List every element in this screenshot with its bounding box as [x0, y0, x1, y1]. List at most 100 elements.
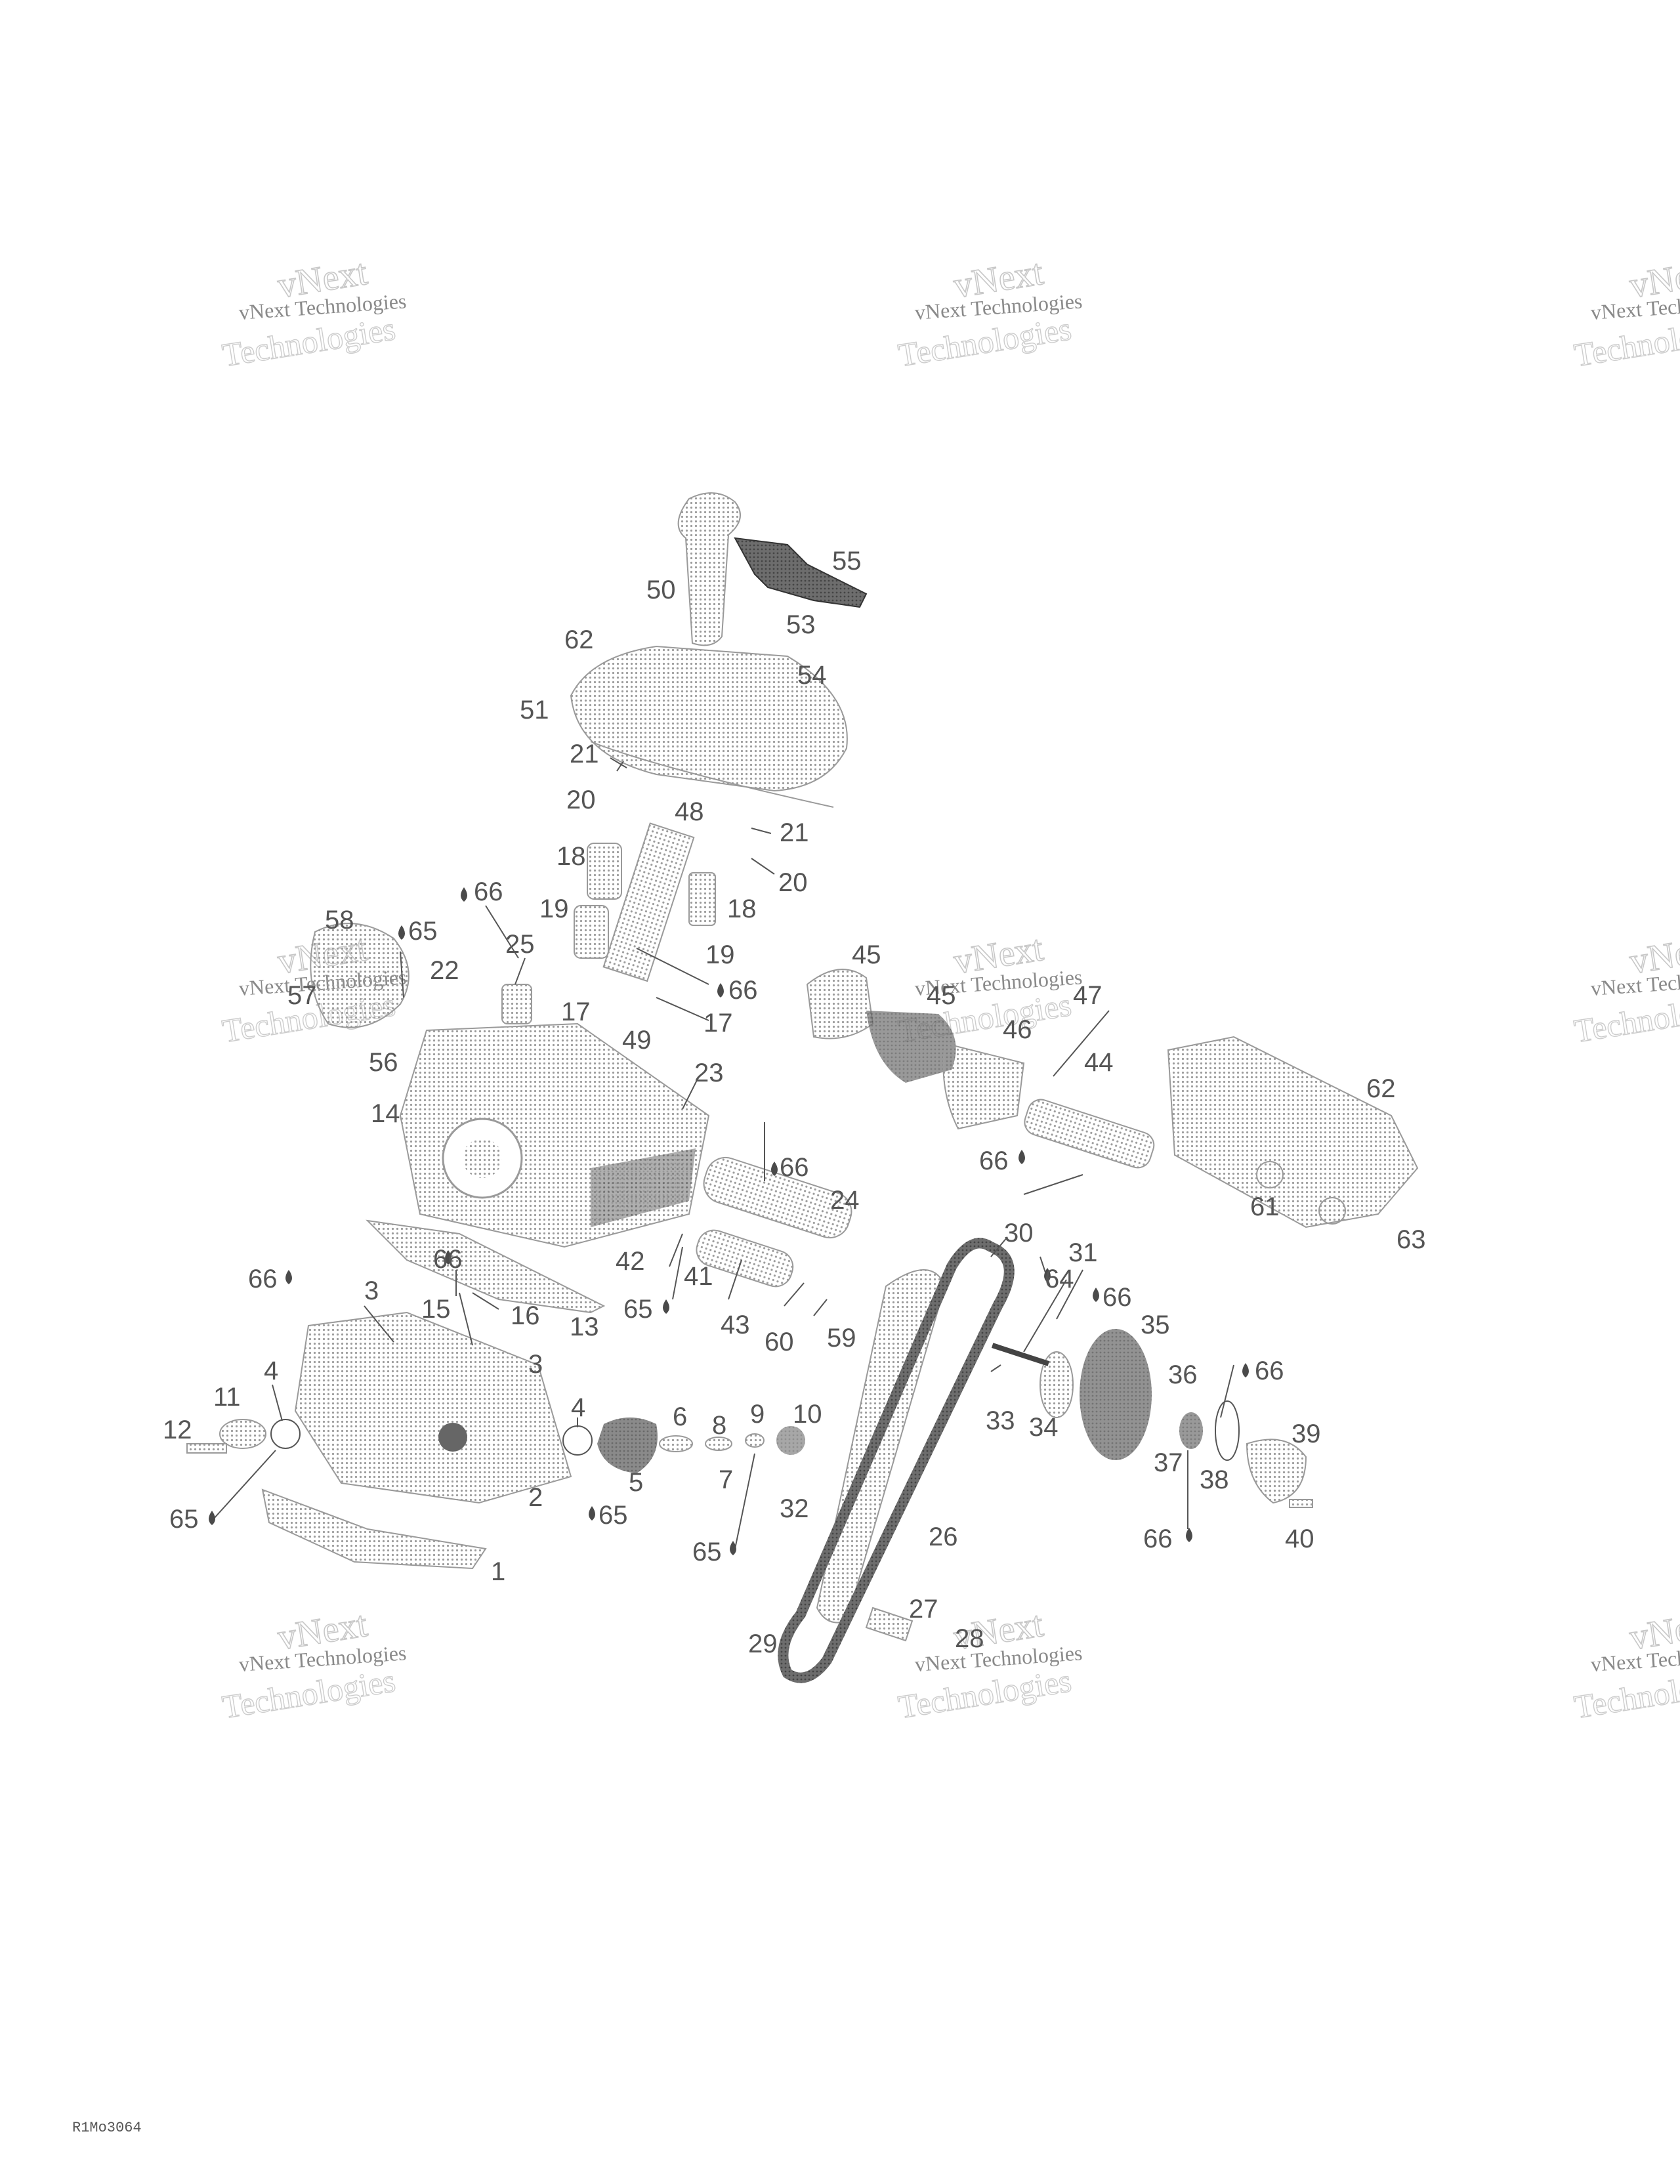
- part-6: [659, 1435, 693, 1452]
- callout-55: 55: [832, 547, 862, 576]
- part-cylinder-head: [399, 1022, 710, 1248]
- callout-44: 44: [1084, 1048, 1114, 1077]
- callout-49: 49: [622, 1026, 652, 1055]
- part-rod-48: [602, 822, 695, 982]
- part-25: [501, 984, 532, 1024]
- callout-54: 54: [797, 661, 827, 690]
- part-bolt-12: [186, 1443, 227, 1454]
- part-pump-5: [597, 1418, 658, 1473]
- callout-45: 45: [852, 940, 881, 969]
- callout-43: 43: [721, 1311, 750, 1339]
- lube-drop-icon: [285, 1270, 292, 1284]
- callout-66: 66: [1102, 1283, 1132, 1312]
- part-37: [1179, 1412, 1203, 1449]
- callout-19: 19: [705, 940, 735, 969]
- part-dark-bracket: [734, 537, 868, 608]
- callout-17: 17: [704, 1009, 733, 1038]
- callout-48: 48: [675, 797, 704, 826]
- part-tensioner-27: [865, 1606, 914, 1642]
- part-block-bore: [438, 1423, 467, 1452]
- callout-13: 13: [570, 1312, 599, 1341]
- part-10: [776, 1426, 805, 1455]
- lube-drop-icon: [717, 983, 724, 998]
- callout-42: 42: [616, 1247, 645, 1276]
- part-seal-11: [219, 1419, 266, 1449]
- callout-4: 4: [571, 1393, 585, 1422]
- callout-38: 38: [1200, 1465, 1229, 1494]
- part-gear-35: [1080, 1329, 1152, 1460]
- part-washer-34: [1040, 1351, 1074, 1418]
- callout-36: 36: [1168, 1360, 1198, 1389]
- lube-drop-icon: [1186, 1528, 1192, 1542]
- callout-65: 65: [598, 1501, 628, 1530]
- callout-60: 60: [765, 1328, 794, 1356]
- part-9: [745, 1433, 765, 1448]
- part-rocker-45: [806, 969, 874, 1040]
- lube-drop-icon: [445, 1250, 452, 1265]
- callout-66: 66: [979, 1146, 1009, 1175]
- watermark-2: Technologies vNext vNext Technologies: [895, 251, 1083, 374]
- callout-58: 58: [325, 906, 354, 934]
- callout-46: 46: [1003, 1015, 1032, 1044]
- callout-3: 3: [364, 1276, 379, 1305]
- callout-15: 15: [421, 1295, 451, 1324]
- callout-65: 65: [623, 1295, 653, 1324]
- callout-6: 6: [673, 1402, 687, 1431]
- callout-25: 25: [505, 930, 535, 959]
- part-rocker-47: [866, 1011, 956, 1083]
- callout-59: 59: [827, 1324, 856, 1353]
- part-pipe-41: [696, 1229, 794, 1288]
- part-timing-chain-29: [778, 1238, 1015, 1683]
- callout-20: 20: [778, 868, 808, 897]
- callout-5: 5: [629, 1468, 643, 1497]
- callout-28: 28: [955, 1624, 984, 1653]
- callout-66: 66: [1255, 1356, 1284, 1385]
- watermark-6: Technologies vNext vNext Technologies: [1571, 927, 1680, 1050]
- callout-47: 47: [1073, 981, 1102, 1010]
- watermark-1: Technologies vNext vNext Technologies: [219, 251, 407, 374]
- callout-39: 39: [1292, 1419, 1321, 1448]
- lube-drop-icon: [663, 1299, 669, 1314]
- part-8: [705, 1437, 732, 1451]
- callout-66: 66: [248, 1265, 278, 1293]
- callout-16: 16: [511, 1301, 540, 1330]
- part-head-port-inner: [463, 1139, 502, 1178]
- lube-drop-icon: [589, 1506, 595, 1521]
- lube-drop-icon: [398, 925, 405, 940]
- callout-62: 62: [564, 625, 594, 654]
- callout-22: 22: [430, 956, 459, 985]
- figure-id: R1Mo3064: [72, 2120, 142, 2136]
- callout-11: 11: [213, 1383, 241, 1412]
- callout-66: 66: [728, 976, 758, 1005]
- callout-9: 9: [750, 1400, 765, 1429]
- lube-drops: [209, 887, 1249, 1555]
- lube-drop-icon: [771, 1162, 778, 1176]
- callout-41: 41: [684, 1262, 713, 1291]
- callout-18: 18: [727, 894, 757, 923]
- callout-7: 7: [719, 1465, 733, 1494]
- callout-45: 45: [927, 981, 956, 1010]
- part-bolt-33: [991, 1343, 1050, 1366]
- part-o-ring-4a: [270, 1419, 301, 1449]
- part-o-ring-4b: [562, 1425, 593, 1456]
- lube-drop-icon: [1093, 1288, 1099, 1302]
- callout-29: 29: [748, 1629, 778, 1658]
- callout-66: 66: [1143, 1524, 1173, 1553]
- part-left-cluster: [310, 923, 410, 1028]
- callout-61: 61: [1250, 1192, 1280, 1221]
- watermark-7: Technologies vNext vNext Technologies: [219, 1603, 407, 1726]
- lube-drop-icon: [1018, 1150, 1025, 1164]
- callout-27: 27: [909, 1595, 938, 1624]
- callout-56: 56: [369, 1048, 398, 1077]
- part-oil-pan: [261, 1488, 487, 1570]
- part-pipe-24: [703, 1156, 852, 1239]
- callout-17: 17: [561, 998, 591, 1026]
- callout-8: 8: [712, 1411, 726, 1440]
- callout-66: 66: [433, 1245, 463, 1274]
- callout-65: 65: [692, 1538, 722, 1566]
- callout-30: 30: [1004, 1219, 1034, 1248]
- callout-37: 37: [1154, 1448, 1183, 1477]
- part-cap-39: [1246, 1438, 1307, 1504]
- leader-lines: [213, 757, 1234, 1549]
- callout-66: 66: [780, 1153, 809, 1182]
